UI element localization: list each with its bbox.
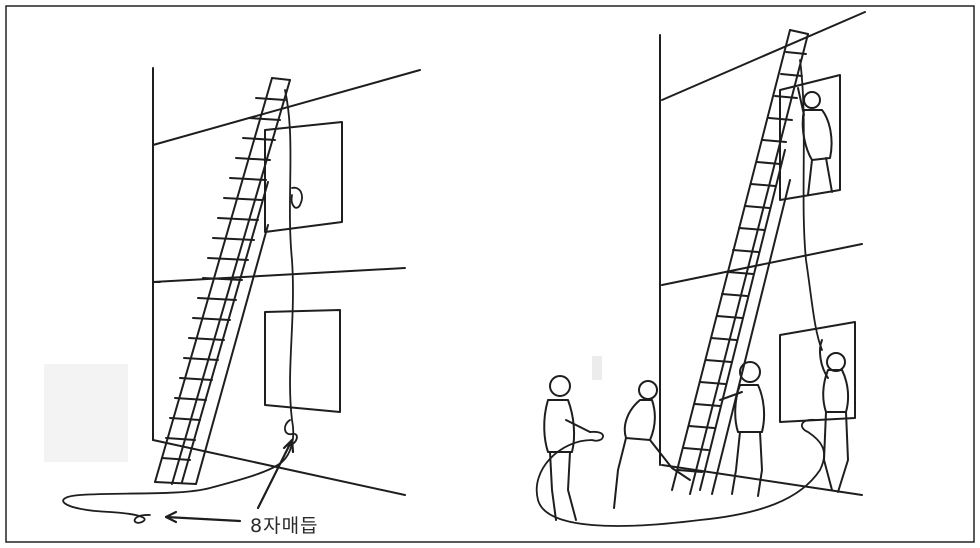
left-upper-window bbox=[264, 121, 343, 233]
firefighter-ladder-base bbox=[719, 361, 766, 497]
left-rope-knot bbox=[284, 419, 298, 447]
firefighter-left bbox=[543, 375, 591, 521]
figure-eight-knot-label: 8자매듭 bbox=[250, 515, 319, 537]
firefighter-kneeling bbox=[613, 380, 691, 509]
left-lower-window bbox=[264, 309, 341, 413]
left-ladder bbox=[154, 77, 291, 485]
left-building-wall bbox=[152, 67, 421, 496]
right-ground-rope bbox=[535, 418, 825, 527]
image-border bbox=[5, 5, 975, 543]
annotation-arrows bbox=[164, 438, 295, 524]
right-scene bbox=[535, 11, 866, 527]
scan-mark bbox=[44, 364, 128, 462]
left-scene bbox=[62, 67, 421, 524]
right-ladder bbox=[671, 29, 809, 495]
right-lower-window bbox=[779, 321, 856, 423]
right-rope bbox=[799, 59, 823, 351]
scan-mark-small bbox=[592, 356, 602, 380]
left-rope bbox=[62, 89, 295, 524]
left-rope-loop bbox=[290, 186, 303, 209]
